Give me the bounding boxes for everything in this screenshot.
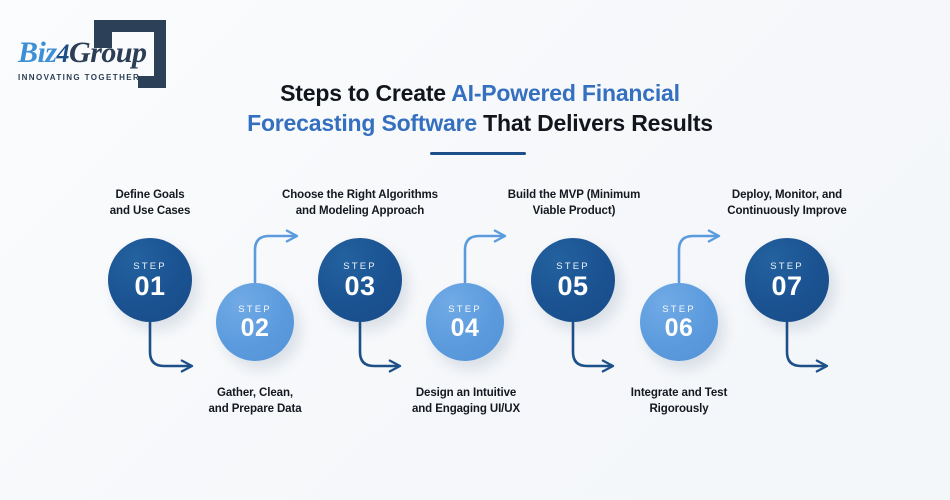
logo-bracket-mark — [94, 20, 166, 88]
step-06-circle[interactable]: STEP 06 — [640, 283, 718, 361]
step-03-caption-line-1: Choose the Right Algorithms — [282, 189, 438, 201]
arrow-step-06-to-07 — [677, 229, 721, 284]
step-07-circle[interactable]: STEP 07 — [745, 238, 829, 322]
step-04-caption-line-2: and Engaging UI/UX — [411, 402, 521, 415]
arrow-step-01-to-02 — [148, 320, 194, 373]
logo-text-group: Group — [69, 36, 147, 69]
step-02-circle[interactable]: STEP 02 — [216, 283, 294, 361]
step-06-caption-line-2: Rigorously — [649, 402, 709, 415]
step-05-caption: Build the MVP (Minimum Viable Product) — [488, 188, 660, 219]
step-04-caption: Design an Intuitive and Engaging UI/UX — [390, 386, 542, 417]
arrow-step-07-outflow — [785, 320, 829, 373]
arrow-step-05-to-06 — [571, 320, 615, 373]
step-01-number: 01 — [134, 270, 166, 301]
step-05-step-label: STEP — [556, 260, 590, 272]
step-03-caption: Choose the Right Algorithms and Modeling… — [258, 188, 462, 219]
logo-tagline: INNOVATING TOGETHER — [18, 73, 141, 82]
step-04-step-label: STEP — [448, 303, 482, 315]
logo-word-row: Biz4Group — [18, 38, 158, 68]
step-07-caption: Deploy, Monitor, and Continuously Improv… — [700, 188, 874, 219]
step-02-number: 02 — [240, 313, 270, 342]
step-06-number: 06 — [664, 313, 694, 342]
step-01-step-label: STEP — [133, 260, 167, 272]
step-04-caption-line-1: Design an Intuitive — [415, 387, 517, 399]
step-07-caption-line-2: Continuously Improve — [727, 204, 847, 217]
title-divider — [430, 152, 526, 155]
step-07-caption-line-1: Deploy, Monitor, and — [731, 189, 843, 201]
step-03-step-label: STEP — [343, 260, 377, 272]
step-06-caption-line-1: Integrate and Test — [630, 387, 728, 399]
logo-text-biz: Biz — [18, 36, 57, 69]
title-segment-accent-1: AI-Powered Financial — [451, 80, 680, 106]
logo-wordmark: Biz4Group INNOVATING TOGETHER — [18, 38, 158, 83]
page-title: Steps to Create AI-Powered Financial For… — [215, 78, 745, 139]
title-segment-plain-2: That Delivers Results — [476, 110, 713, 137]
step-02-caption-line-1: Gather, Clean, — [217, 387, 293, 399]
step-01-caption-line-2: and Use Cases — [109, 204, 191, 217]
step-01-caption: Define Goals and Use Cases — [78, 188, 222, 219]
step-03-caption-line-2: and Modeling Approach — [295, 204, 425, 217]
step-07-number: 07 — [771, 270, 803, 301]
step-02-caption-line-2: and Prepare Data — [208, 402, 302, 415]
step-04-circle[interactable]: STEP 04 — [426, 283, 504, 361]
title-segment-accent-2: Forecasting Software — [247, 110, 477, 137]
step-05-caption-line-1: Build the MVP (Minimum — [507, 189, 641, 201]
step-06-step-label: STEP — [662, 303, 696, 315]
step-03-number: 03 — [344, 270, 376, 301]
title-segment-plain-1: Steps to Create — [280, 80, 452, 106]
step-01-circle[interactable]: STEP 01 — [108, 238, 192, 322]
step-01-caption-line-1: Define Goals — [115, 189, 185, 201]
step-05-number: 05 — [557, 270, 589, 301]
step-05-caption-line-2: Viable Product) — [532, 204, 616, 217]
logo-text-four: 4 — [56, 39, 70, 68]
step-02-step-label: STEP — [238, 303, 272, 315]
arrow-step-03-to-04 — [358, 320, 402, 373]
step-04-number: 04 — [450, 313, 480, 342]
step-06-caption: Integrate and Test Rigorously — [607, 386, 751, 417]
arrow-step-04-to-05 — [463, 229, 507, 284]
step-05-circle[interactable]: STEP 05 — [531, 238, 615, 322]
step-02-caption: Gather, Clean, and Prepare Data — [183, 386, 327, 417]
arrow-step-02-to-03 — [253, 229, 299, 284]
step-03-circle[interactable]: STEP 03 — [318, 238, 402, 322]
step-07-step-label: STEP — [770, 260, 804, 272]
brand-logo: Biz4Group INNOVATING TOGETHER — [18, 18, 198, 96]
